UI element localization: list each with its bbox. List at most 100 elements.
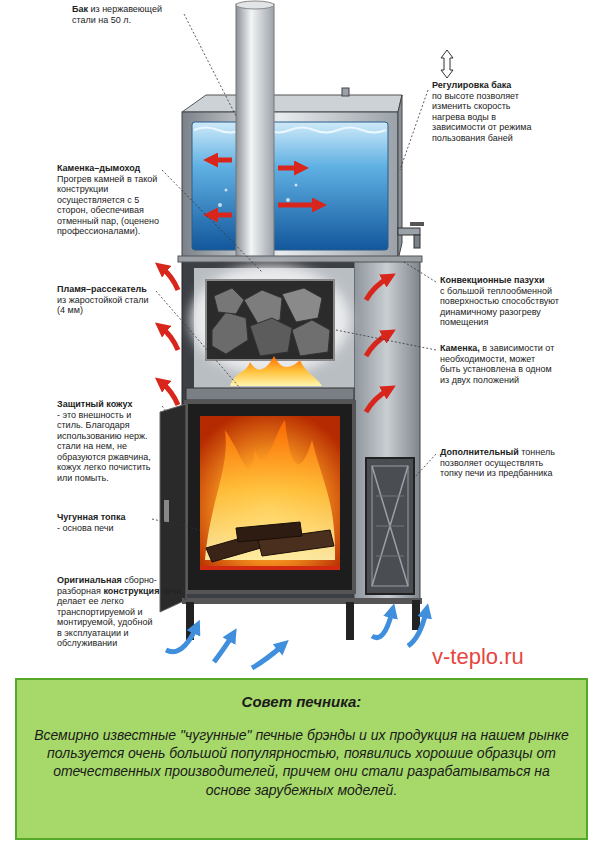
air-intake-arrow — [252, 646, 282, 668]
water-tap — [398, 222, 424, 248]
tunnel-door — [366, 458, 414, 594]
leader-line — [184, 14, 236, 116]
callout-text: - это внешность и стиль. Благодаря испол… — [57, 410, 151, 483]
firebox — [200, 566, 340, 570]
callout-group: Бакиз нержавеющей стали на 50 л. — [72, 4, 182, 25]
callout-title: Чугунная топка — [57, 512, 157, 523]
water-tank — [218, 203, 222, 207]
tunnel-door — [366, 458, 414, 594]
stone-chamber — [206, 280, 334, 360]
water-tank — [286, 198, 290, 202]
callout-title: Пламя–рассекатель — [57, 284, 157, 295]
firebox — [200, 416, 340, 568]
callout-text: с большой теплообменной поверхностью спо… — [440, 286, 559, 328]
water-tank — [342, 88, 349, 96]
heat-arrow — [278, 166, 300, 171]
heat-arrow — [212, 158, 232, 163]
air-intake-arrow — [214, 636, 232, 662]
firebox — [186, 402, 354, 592]
convection-arrow — [162, 268, 388, 412]
convection-arrow — [162, 268, 178, 290]
stone-chamber — [194, 268, 354, 388]
heat-arrow — [212, 160, 318, 215]
callout-group: Защитный кожух- это внешность и стиль. Б… — [57, 399, 159, 483]
callout-group: Регулировка бакапо высоте позволяет изме… — [432, 80, 544, 143]
convection-arrow — [162, 383, 178, 405]
open-door — [164, 500, 169, 522]
leader-line — [404, 262, 436, 282]
convection-arrow — [162, 328, 178, 350]
callout-title: Дополнительный — [440, 447, 519, 457]
leader-line — [414, 454, 436, 478]
water-tap — [410, 222, 424, 226]
water-tank — [295, 184, 298, 187]
watermark-group: v-teplo.ru — [432, 645, 582, 669]
callout-title: Конвекционные пазухи — [440, 275, 565, 286]
heat-arrow — [212, 213, 232, 218]
height-adjust-symbol — [441, 50, 453, 78]
stove-legs — [346, 602, 354, 640]
callout-text: по высоте позволяет изменить скорость на… — [432, 91, 531, 143]
stove-legs — [412, 600, 420, 630]
stone-chamber — [250, 318, 292, 356]
callout-group: Каменка–дымоходПрогрев камней в такой ко… — [57, 163, 159, 237]
flame-divider — [186, 388, 354, 400]
height-adjust-symbol — [441, 50, 453, 78]
stone-chamber — [292, 320, 330, 356]
callout-title: конструкция — [103, 586, 159, 596]
tunnel-door — [372, 466, 408, 586]
firebox — [205, 420, 335, 560]
callout-title: Каменка, — [440, 343, 480, 353]
tunnel-door — [372, 466, 408, 586]
callout-text: Прогрев камней в такой конструкции осуще… — [57, 174, 159, 237]
callout-group: Чугунная топка- основа печи — [57, 512, 157, 533]
advice-panel: Совет печника:Всемирно известные "чугунн… — [15, 678, 588, 840]
water-tank — [182, 88, 402, 260]
stove-body — [178, 256, 422, 602]
stove-body — [182, 260, 354, 602]
callout-text: - основа печи — [57, 523, 113, 533]
tunnel-door — [376, 496, 404, 556]
chimney-pipe — [236, 1, 274, 260]
leader-line — [162, 406, 186, 436]
callout-title: Оригинальная — [57, 575, 122, 585]
heat-arrow — [278, 203, 318, 208]
leader-line — [400, 90, 428, 170]
callout-group: Оригинальнаясборно-разборнаяконструкцияп… — [57, 575, 159, 649]
stone-chamber — [214, 288, 244, 314]
open-door — [160, 404, 186, 612]
stove-body — [354, 258, 420, 602]
convection-arrow — [366, 334, 388, 356]
leader-line — [336, 330, 436, 350]
callout-text: из жаростойкой стали (4 мм) — [57, 295, 149, 316]
callout-group: Каменка,в зависимости от необходимости, … — [440, 343, 558, 385]
air-intake-arrow — [408, 612, 426, 646]
stone-chamber — [190, 265, 354, 388]
flame-divider — [186, 388, 354, 400]
leader-line — [152, 14, 436, 600]
callout-group: Конвекционные пазухис большой теплообмен… — [440, 275, 565, 328]
firebox — [186, 402, 354, 592]
watermark: v-teplo.ru — [432, 644, 524, 669]
stove-legs — [182, 598, 422, 640]
callout-title: Бак — [72, 4, 88, 14]
leader-line — [152, 519, 200, 530]
convection-arrow — [366, 390, 388, 412]
callout-group: Пламя–рассекательиз жаростойкой стали (4… — [57, 284, 157, 316]
leader-line — [162, 170, 262, 272]
callout-title: Каменка–дымоход — [57, 163, 159, 174]
water-tank — [194, 128, 386, 133]
water-tank — [182, 95, 402, 112]
open-door — [160, 404, 186, 612]
stone-chamber — [244, 290, 282, 324]
callout-title: Защитный кожух — [57, 399, 159, 410]
convection-arrow — [366, 278, 388, 300]
panel-heading: Совет печника: — [33, 692, 570, 712]
callout-group: Дополнительныйтоннель позволяет осуществ… — [440, 447, 558, 479]
air-intake-arrow — [372, 612, 392, 638]
stone-chamber — [230, 356, 322, 386]
stove-legs — [182, 598, 422, 604]
water-tap — [414, 235, 420, 248]
air-intake-arrow — [166, 628, 196, 652]
water-tap — [398, 228, 420, 235]
